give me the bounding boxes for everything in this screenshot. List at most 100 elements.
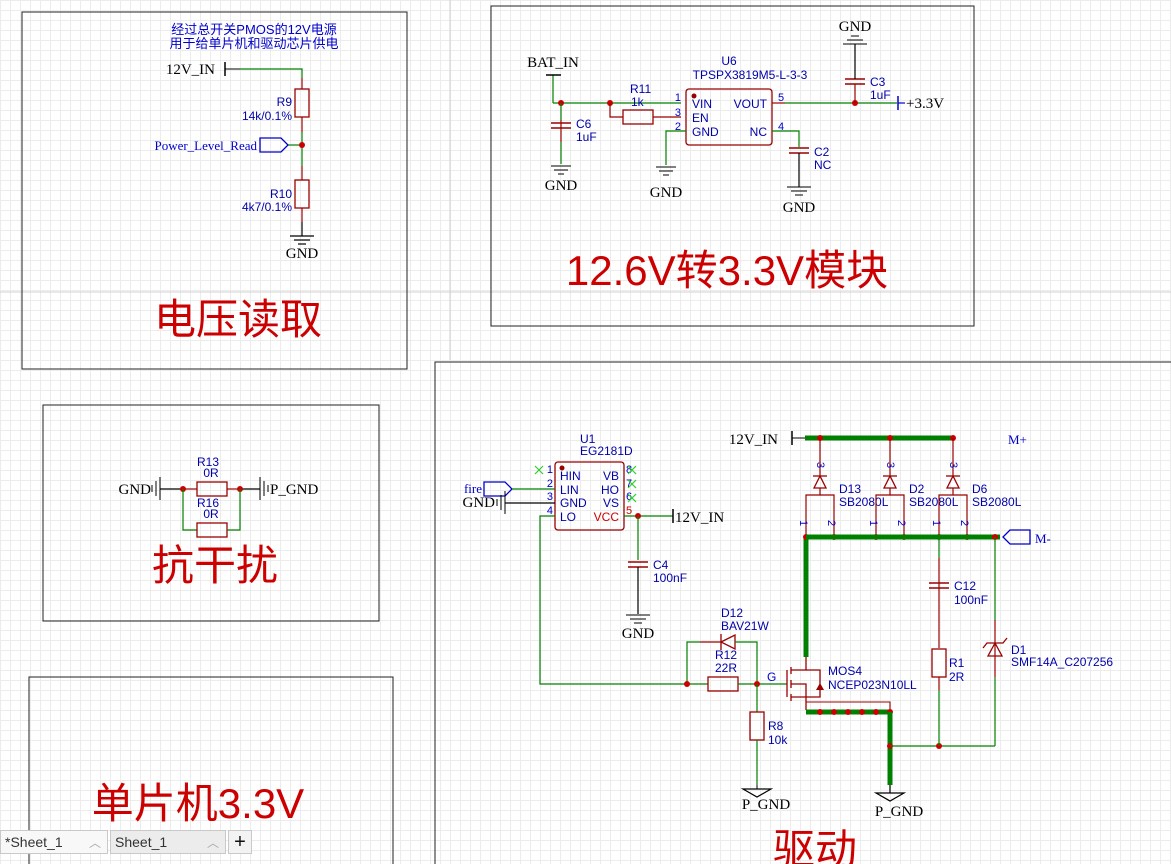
c2-value: NC: [814, 158, 832, 172]
ldo-block[interactable]: BAT_IN C6 1uF GND R11 1k U6 TPSPX3819M5-…: [490, 5, 975, 327]
ground-symbol: [151, 477, 161, 500]
resistor-r11[interactable]: [622, 109, 654, 125]
resistor-r10[interactable]: [294, 179, 310, 209]
tab-sheet-1[interactable]: Sheet_1 ︿: [110, 830, 226, 854]
u1-ref: U1: [580, 432, 596, 446]
voltage-read-block[interactable]: 经过总开关PMOS的12V电源 用于给单片机和驱动芯片供电 12V_IN R9 …: [21, 11, 408, 370]
pin-number: 3: [947, 462, 959, 468]
fire-label: fire: [464, 481, 482, 496]
diode-body: [812, 474, 828, 489]
diode-body: [882, 474, 898, 489]
resistor-r12[interactable]: [707, 676, 739, 692]
resistor-r9[interactable]: [294, 88, 310, 118]
c12-value: 100nF: [954, 593, 988, 607]
c4-value: 100nF: [653, 571, 687, 585]
block-title: 驱动: [773, 826, 857, 864]
diode-ref: D2: [909, 482, 925, 496]
u6-ref: U6: [721, 54, 737, 68]
net-label-flag[interactable]: [259, 137, 289, 153]
junction: [299, 142, 305, 148]
diode-ref: D13: [839, 482, 861, 496]
ground-label: GND: [545, 178, 578, 194]
pin-name: VOUT: [734, 97, 768, 111]
net-label-flag[interactable]: [1002, 529, 1031, 545]
ic-u6[interactable]: [685, 88, 773, 146]
pin-name: GND: [692, 125, 719, 139]
tab-label: Sheet_1: [115, 834, 168, 850]
chevron-up-icon[interactable]: ︿: [88, 835, 101, 850]
net-label-flag[interactable]: [483, 481, 513, 497]
r12-ref: R12: [715, 648, 737, 662]
anti-interference-block[interactable]: GND R13 0R R16 0R P_GND 抗干扰: [42, 404, 380, 622]
pin-number: 3: [814, 462, 826, 468]
mcu-block[interactable]: 单片机3.3V: [28, 676, 394, 864]
mos4-ref: MOS4: [828, 664, 862, 678]
output-port-label: +3.3V: [906, 96, 944, 112]
c3-ref: C3: [870, 75, 886, 89]
svg-text:3: 3: [547, 491, 553, 503]
c3-value: 1uF: [870, 88, 891, 102]
tab-sheet-1-modified[interactable]: *Sheet_1 ︿: [0, 830, 108, 854]
block-frame: [21, 11, 408, 370]
ground-label: GND: [783, 200, 816, 216]
svg-text:8: 8: [626, 464, 632, 476]
driver-block[interactable]: U1 EG2181D 1 HIN 2 LIN 3 GND 4 LO 8 VB 7…: [434, 361, 1171, 864]
gnd-label: GND: [463, 495, 496, 511]
resistor-r1[interactable]: [931, 648, 947, 678]
chevron-up-icon[interactable]: ︿: [206, 835, 219, 850]
add-sheet-button[interactable]: +: [228, 830, 252, 854]
svg-text:LO: LO: [560, 510, 576, 524]
diode-lead: [820, 494, 835, 537]
pgnd-symbol: [740, 788, 774, 798]
resistor-r8[interactable]: [749, 711, 765, 741]
svg-text:VCC: VCC: [594, 510, 620, 524]
diode-value: SB2080L: [909, 495, 959, 509]
r10-value: 4k7/0.1%: [242, 200, 292, 214]
mosfet-mos4[interactable]: [786, 657, 821, 710]
pin-number: 2: [895, 520, 907, 526]
svg-text:5: 5: [626, 505, 632, 517]
diode-lead: [938, 488, 954, 537]
svg-text:4: 4: [547, 505, 553, 517]
pin-number: 1: [867, 520, 879, 526]
resistor-r13[interactable]: [196, 481, 228, 497]
power-port-label: 12V_IN: [166, 62, 215, 78]
u1-right-pins: 8 VB 7 HO 6 VS 5 VCC: [594, 464, 632, 524]
block-title: 电压读取: [154, 296, 322, 343]
pin-number: 1: [930, 520, 942, 526]
svg-text:HO: HO: [601, 483, 619, 497]
tvs-diode-d1[interactable]: [986, 641, 1004, 657]
pin-number: 4: [778, 121, 784, 133]
no-connect-markers: [534, 465, 637, 503]
svg-text:VB: VB: [603, 469, 619, 483]
resistor-r16[interactable]: [196, 522, 228, 538]
r10-ref: R10: [270, 187, 292, 201]
c6-ref: C6: [576, 117, 592, 131]
svg-text:7: 7: [626, 478, 632, 490]
diode-value: SB2080L: [972, 495, 1022, 509]
m-plus-label: M+: [1008, 432, 1027, 447]
gnd-label: GND: [119, 482, 152, 498]
ic-u1[interactable]: [554, 461, 625, 531]
power-port-symbol[interactable]: [224, 62, 240, 76]
pin-number: 2: [825, 520, 837, 526]
svg-text:1: 1: [547, 464, 553, 476]
ground-symbol: [656, 166, 676, 176]
pgnd-label: P_GND: [875, 804, 924, 820]
r13-value: 0R: [203, 466, 219, 480]
r8-value: 10k: [768, 733, 788, 747]
svg-text:GND: GND: [560, 496, 587, 510]
block-frame: [434, 361, 1171, 864]
pin-number: 5: [778, 92, 784, 104]
r16-ref: R16: [197, 496, 219, 510]
diode-d12[interactable]: [719, 633, 736, 651]
ground-symbol: [626, 614, 650, 624]
r16-value: 0R: [203, 507, 219, 521]
pin-name: VIN: [692, 97, 712, 111]
ground-label: GND: [839, 19, 872, 35]
c2-ref: C2: [814, 145, 830, 159]
diode-lead: [890, 494, 905, 537]
